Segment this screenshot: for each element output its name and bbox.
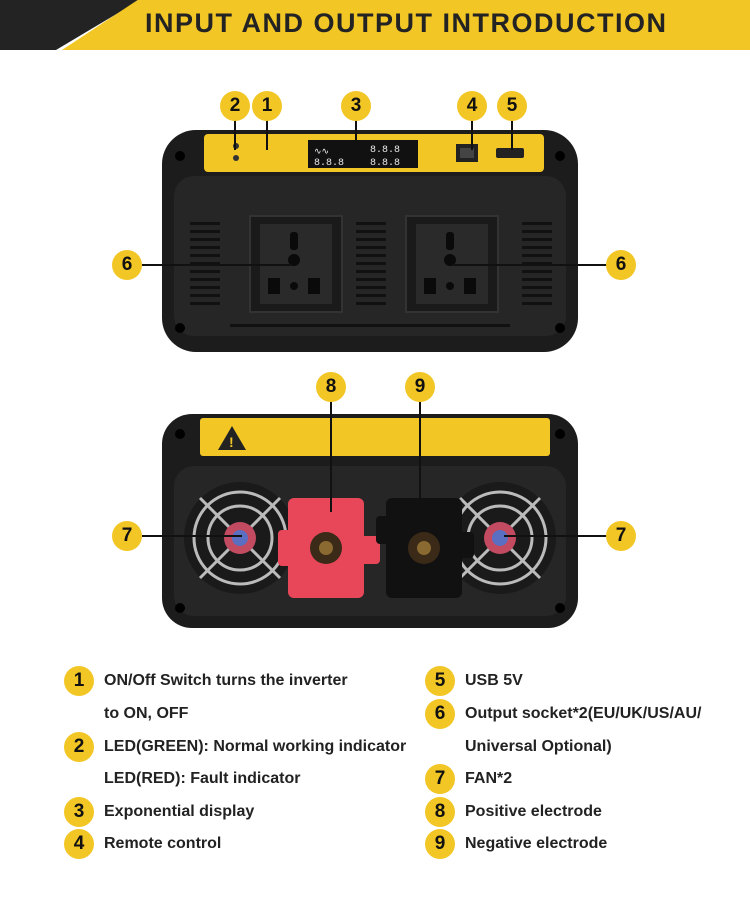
svg-text:8.8.8: 8.8.8 — [370, 158, 400, 169]
legend-text-1a: ON/Off Switch turns the inverter — [104, 672, 348, 689]
legend-text-2b: LED(RED): Fault indicator — [104, 770, 301, 787]
digital-display — [308, 140, 418, 168]
callout-1: 1 — [252, 91, 282, 121]
callout-6-right: 6 — [606, 250, 636, 280]
legend-badge-7: 7 — [425, 764, 455, 794]
leader-line-3 — [355, 120, 357, 150]
legend-badge-3: 3 — [64, 797, 94, 827]
svg-text:∿∿: ∿∿ — [314, 147, 329, 157]
legend-text-1b: to ON, OFF — [104, 705, 189, 722]
legend-text-2a: LED(GREEN): Normal working indicator — [104, 738, 407, 755]
callout-7-right: 7 — [606, 521, 636, 551]
header-banner: INPUT AND OUTPUT INTRODUCTION — [0, 0, 750, 50]
inverter-front-view: ∿∿ 8.8.8 8.8.8 8.8.8 — [162, 130, 578, 352]
leader-line-4 — [471, 120, 473, 150]
leader-line-5 — [511, 120, 513, 150]
callout-6-left: 6 — [112, 250, 142, 280]
svg-text:8.8.8: 8.8.8 — [370, 145, 400, 156]
legend-text-7: FAN*2 — [465, 770, 513, 787]
legend-badge-9: 9 — [425, 829, 455, 859]
legend: 1 ON/Off Switch turns the inverter to ON… — [0, 662, 750, 892]
leader-line-6-left — [142, 264, 292, 266]
callout-2: 2 — [220, 91, 250, 121]
callout-4: 4 — [457, 91, 487, 121]
legend-badge-2: 2 — [64, 732, 94, 762]
callout-8: 8 — [316, 372, 346, 402]
usb-port — [496, 148, 524, 158]
callout-7-left: 7 — [112, 521, 142, 551]
legend-text-6a: Output socket*2(EU/UK/US/AU/ — [465, 705, 702, 722]
leader-line-7-left — [142, 535, 242, 537]
fan-right — [444, 482, 556, 594]
inverter-rear-view: ! — [162, 414, 578, 628]
svg-text:!: ! — [229, 434, 234, 450]
legend-badge-8: 8 — [425, 797, 455, 827]
legend-text-5: USB 5V — [465, 672, 523, 689]
legend-text-6b: Universal Optional) — [465, 738, 612, 755]
positive-terminal — [278, 498, 380, 598]
callout-9: 9 — [405, 372, 435, 402]
callout-3: 3 — [341, 91, 371, 121]
callout-5: 5 — [497, 91, 527, 121]
legend-badge-5: 5 — [425, 666, 455, 696]
legend-text-4: Remote control — [104, 835, 222, 852]
legend-badge-6: 6 — [425, 699, 455, 729]
negative-terminal — [376, 498, 474, 598]
svg-text:8.8.8: 8.8.8 — [314, 158, 344, 169]
page-title: INPUT AND OUTPUT INTRODUCTION — [145, 8, 668, 38]
legend-badge-4: 4 — [64, 829, 94, 859]
header-yellow-band — [62, 0, 750, 50]
leader-line-7-right — [504, 535, 608, 537]
leader-line-1 — [266, 120, 268, 150]
leader-line-9 — [419, 402, 421, 512]
legend-badge-1: 1 — [64, 666, 94, 696]
leader-line-6-right — [452, 264, 608, 266]
warning-label — [200, 418, 550, 456]
leader-line-8 — [330, 402, 332, 512]
leader-line-2 — [234, 120, 236, 150]
legend-text-9: Negative electrode — [465, 835, 608, 852]
legend-text-3: Exponential display — [104, 803, 255, 820]
legend-text-8: Positive electrode — [465, 803, 602, 820]
